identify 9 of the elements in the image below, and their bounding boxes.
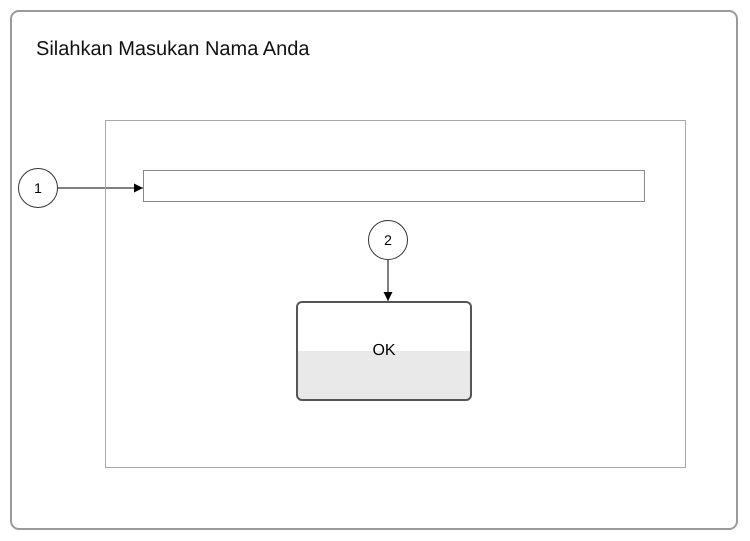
callout-number: 2	[368, 220, 408, 260]
arrow	[58, 184, 144, 192]
window-frame	[10, 10, 738, 530]
dialog-title: Silahkan Masukan Nama Anda	[36, 38, 310, 61]
button: OK	[296, 301, 472, 401]
form-panel	[105, 120, 686, 468]
callout-number: 1	[18, 168, 58, 208]
input-field	[143, 170, 645, 202]
arrow	[384, 260, 392, 302]
